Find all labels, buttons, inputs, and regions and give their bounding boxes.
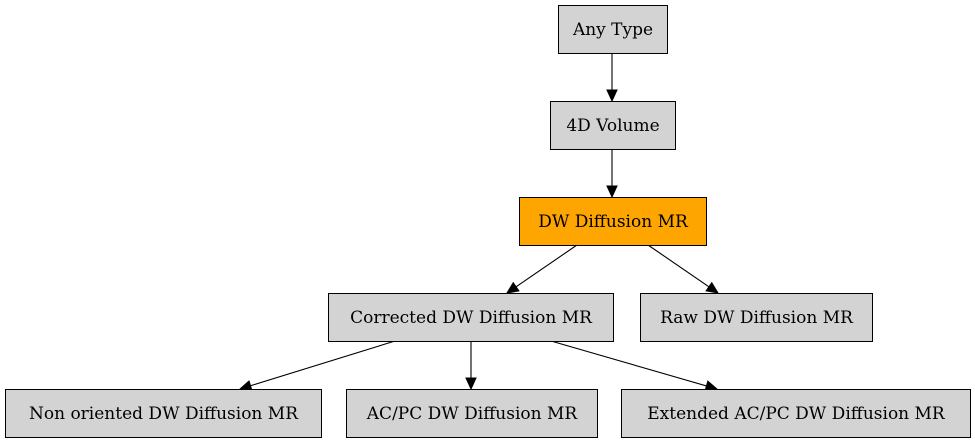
edge-corrected_dw-to-acpc_dw xyxy=(465,341,477,391)
nodes-layer: Any Type 4D Volume DW Diffusion MR Correcte… xyxy=(5,5,971,438)
node-volume-4d: 4D Volume xyxy=(550,101,676,150)
node-label: Extended AC/PC DW Diffusion MR xyxy=(647,404,946,424)
edge-dw_diffusion_mr-to-corrected_dw xyxy=(506,244,578,294)
node-box xyxy=(519,197,707,246)
node-box xyxy=(640,293,873,342)
arrowhead xyxy=(465,377,477,391)
node-box xyxy=(346,389,598,438)
node-label: Any Type xyxy=(572,20,653,40)
node-extended-acpc-dw: Extended AC/PC DW Diffusion MR xyxy=(621,389,971,438)
edge-line xyxy=(550,340,707,387)
node-corrected-dw: Corrected DW Diffusion MR xyxy=(328,293,614,342)
node-dw-diffusion-mr: DW Diffusion MR xyxy=(519,197,707,246)
node-any-type: Any Type xyxy=(558,5,668,54)
edge-any_type-to-volume_4d xyxy=(606,53,618,103)
arrowhead xyxy=(506,281,520,294)
node-label: AC/PC DW Diffusion MR xyxy=(366,404,579,424)
node-non-oriented-dw: Non oriented DW Diffusion MR xyxy=(5,389,322,438)
node-box xyxy=(550,101,676,150)
edge-volume_4d-to-dw_diffusion_mr xyxy=(606,149,618,199)
edges-layer xyxy=(238,53,719,392)
edge-line xyxy=(515,244,578,288)
node-box xyxy=(621,389,971,438)
node-box xyxy=(558,5,668,54)
node-acpc-dw: AC/PC DW Diffusion MR xyxy=(346,389,598,438)
edge-line xyxy=(250,340,396,387)
node-label: DW Diffusion MR xyxy=(538,212,689,232)
edge-line xyxy=(647,244,710,288)
node-raw-dw: Raw DW Diffusion MR xyxy=(640,293,873,342)
node-box xyxy=(5,389,322,438)
edge-dw_diffusion_mr-to-raw_dw xyxy=(647,244,719,294)
node-label: Non oriented DW Diffusion MR xyxy=(29,404,299,424)
node-label: Raw DW Diffusion MR xyxy=(660,308,854,328)
arrowhead xyxy=(705,281,719,294)
arrowhead xyxy=(606,185,618,199)
node-label: 4D Volume xyxy=(566,116,659,136)
node-box xyxy=(328,293,614,342)
edge-corrected_dw-to-extended_acpc_dw xyxy=(550,340,719,392)
arrowhead xyxy=(606,89,618,103)
node-label: Corrected DW Diffusion MR xyxy=(350,308,593,328)
edge-corrected_dw-to-non_oriented_dw xyxy=(238,340,396,392)
